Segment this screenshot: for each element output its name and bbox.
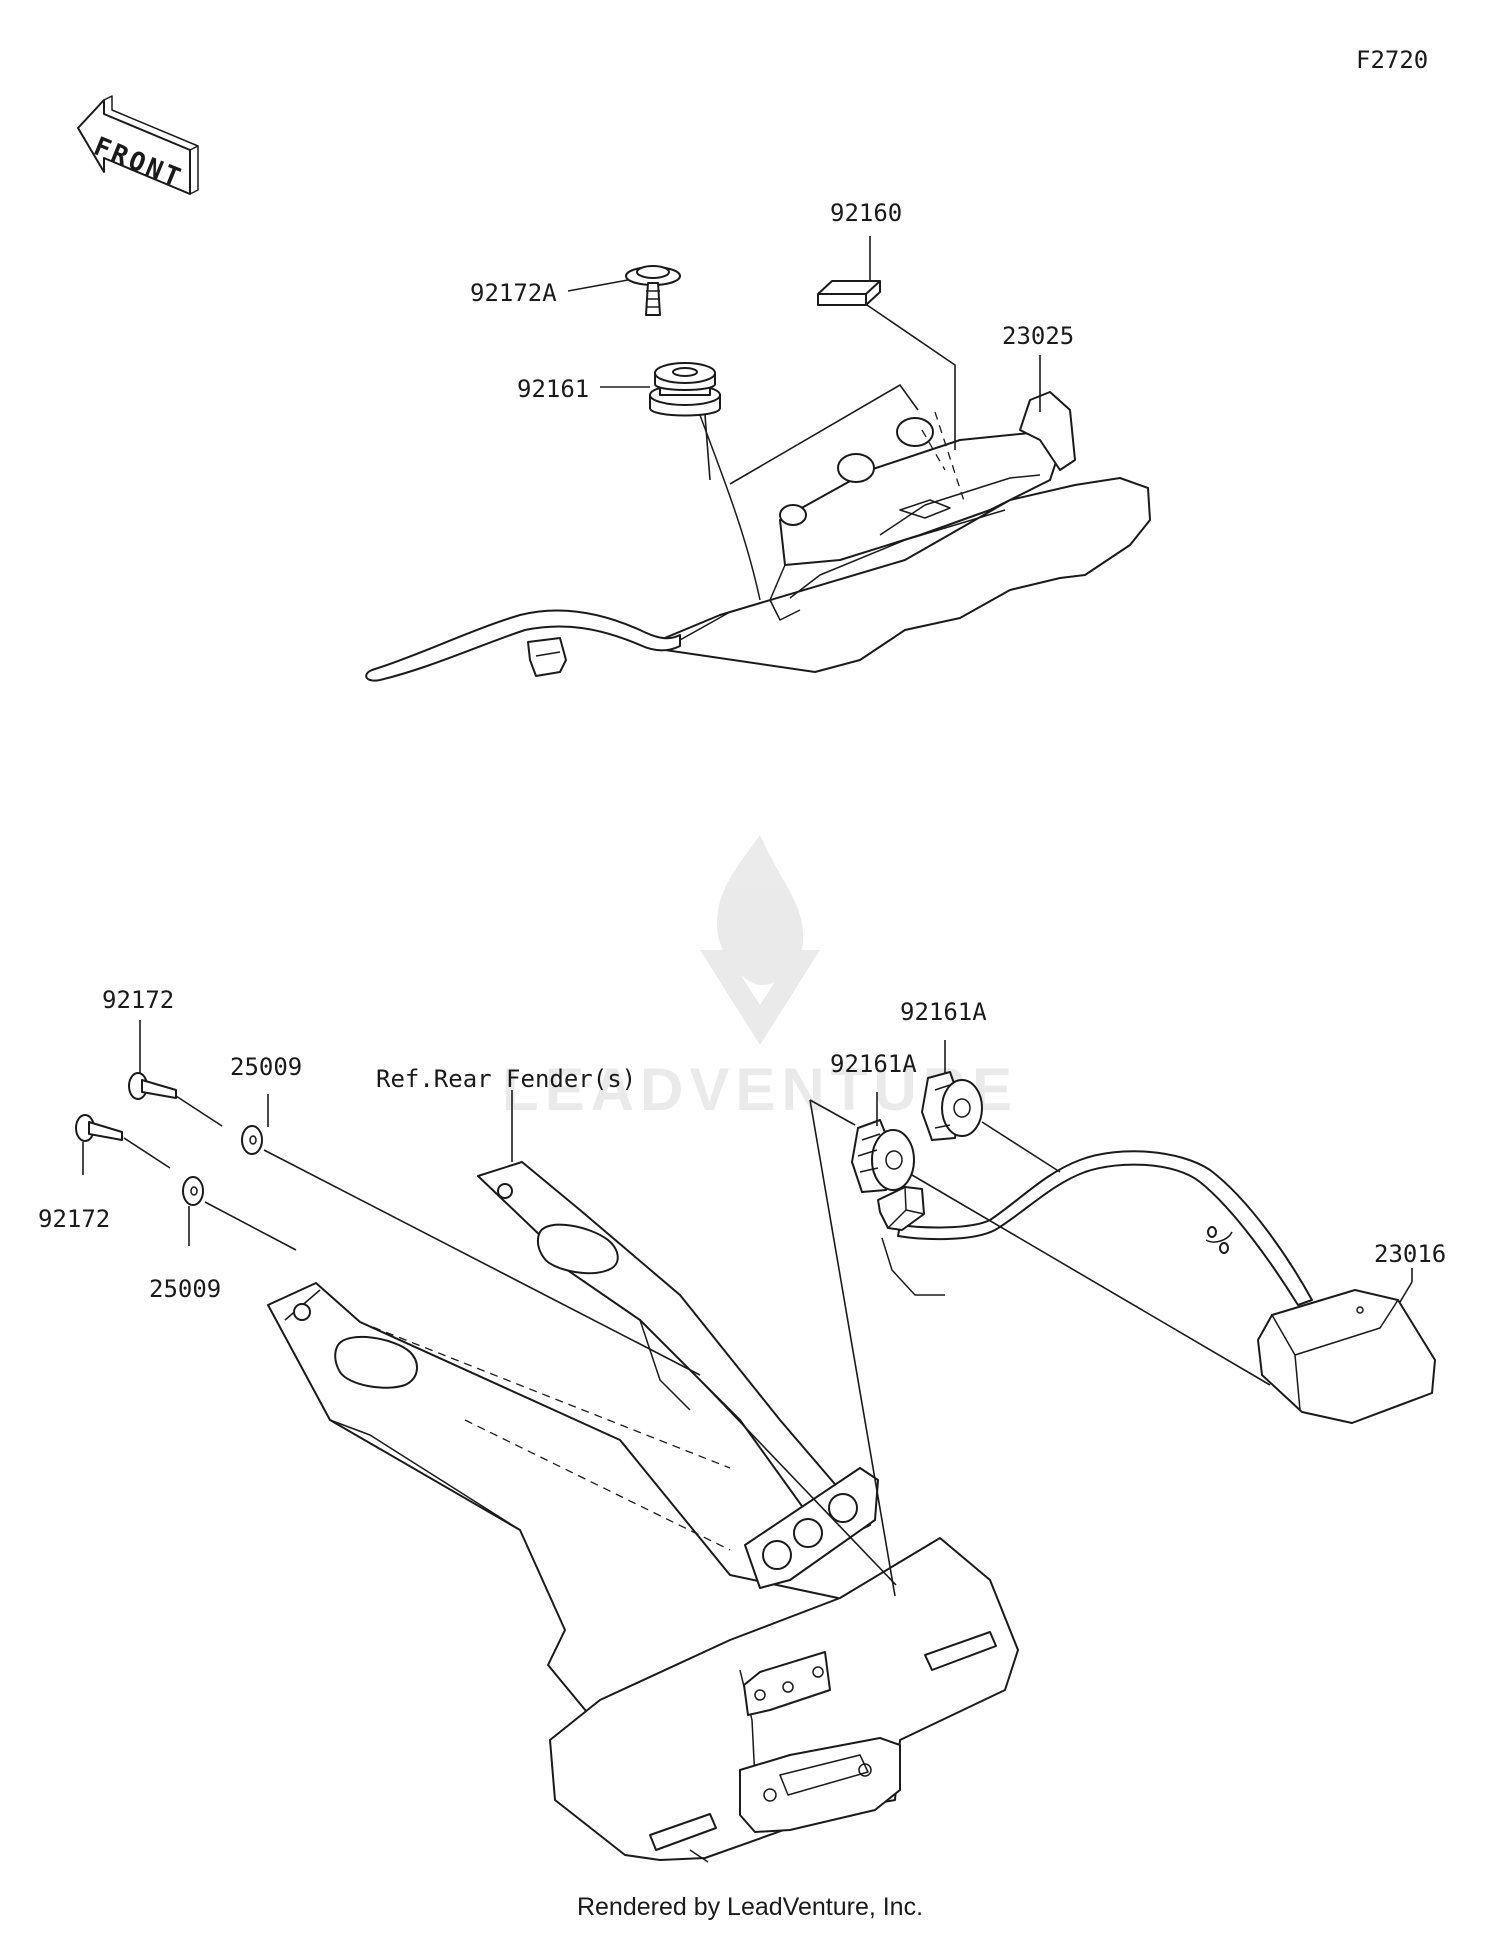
callout-23025: 23025 (1002, 322, 1074, 350)
callout-92160: 92160 (830, 199, 902, 227)
callout-92161A-top: 92161A (900, 998, 987, 1026)
callout-ref-rear-fender: Ref.Rear Fender(s) (376, 1065, 636, 1093)
washer-25009-bottom (182, 1176, 204, 1206)
footer-credit: Rendered by LeadVenture, Inc. (576, 1893, 924, 1921)
screw-92172A (625, 265, 681, 316)
callout-25009-bottom: 25009 (149, 1275, 221, 1303)
callout-23016: 23016 (1374, 1240, 1446, 1268)
screw-92172-top (128, 1072, 177, 1100)
callout-92172A: 92172A (470, 279, 557, 307)
callout-92172-bottom: 92172 (38, 1205, 110, 1233)
license-lamp-23016 (877, 1150, 1436, 1424)
callout-92161A-mid: 92161A (830, 1050, 917, 1078)
callout-25009-top: 25009 (230, 1053, 302, 1081)
washer-25009-top (241, 1125, 263, 1155)
grommet-92161A-mid (851, 1119, 915, 1193)
grommet-92161A-top (921, 1071, 983, 1141)
callout-92172-top: 92172 (102, 986, 174, 1014)
callout-92161: 92161 (517, 375, 589, 403)
pad-92160 (817, 280, 881, 306)
grommet-92161 (649, 362, 721, 417)
front-direction-arrow-icon: FRONT (77, 95, 199, 195)
tail-lamp-assembly (365, 391, 1151, 682)
screw-92172-bottom (75, 1114, 123, 1142)
figure-code: F2720 (1356, 46, 1428, 74)
rear-fender-bracket (267, 1161, 1019, 1863)
